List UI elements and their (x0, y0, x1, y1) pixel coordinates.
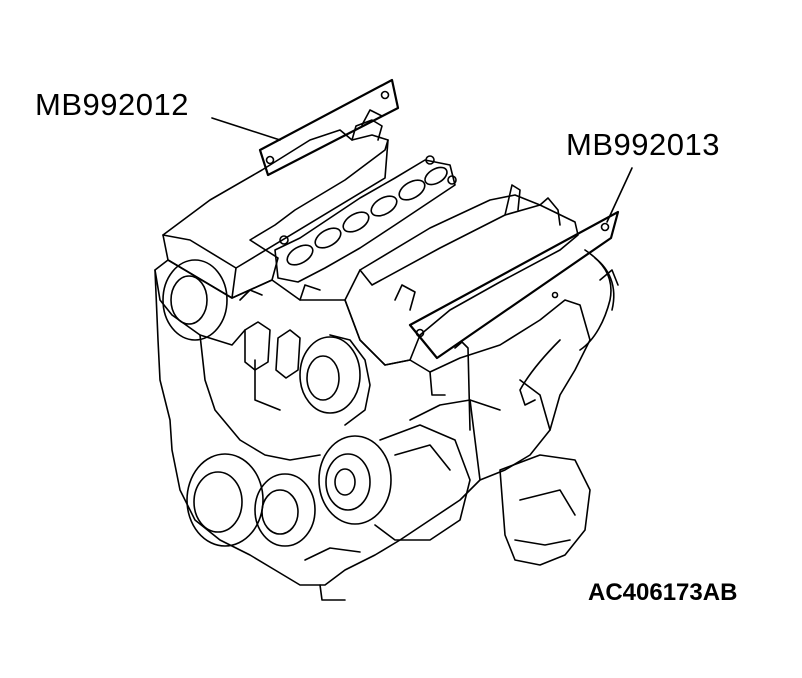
tool-plate-left (258, 78, 400, 177)
leader-line-right (606, 167, 633, 223)
alternator-pulley (318, 435, 392, 525)
engine-block (154, 259, 591, 586)
engine-details (239, 284, 446, 601)
figure-code: AC406173AB (588, 579, 738, 606)
cam-pulley-right (299, 336, 361, 414)
cylinder-head-right (344, 184, 579, 366)
leader-line-left (211, 117, 281, 141)
intake-manifold (274, 155, 457, 283)
exhaust-manifold (499, 454, 591, 566)
crank-pulley (186, 453, 264, 547)
alternator (374, 424, 471, 541)
cam-pulley-left (162, 259, 228, 341)
wiring-harness (519, 249, 619, 406)
idler-pulley (254, 473, 316, 547)
tool-label-mb992013: MB992013 (566, 127, 720, 162)
tool-label-mb992012: MB992012 (35, 87, 189, 122)
